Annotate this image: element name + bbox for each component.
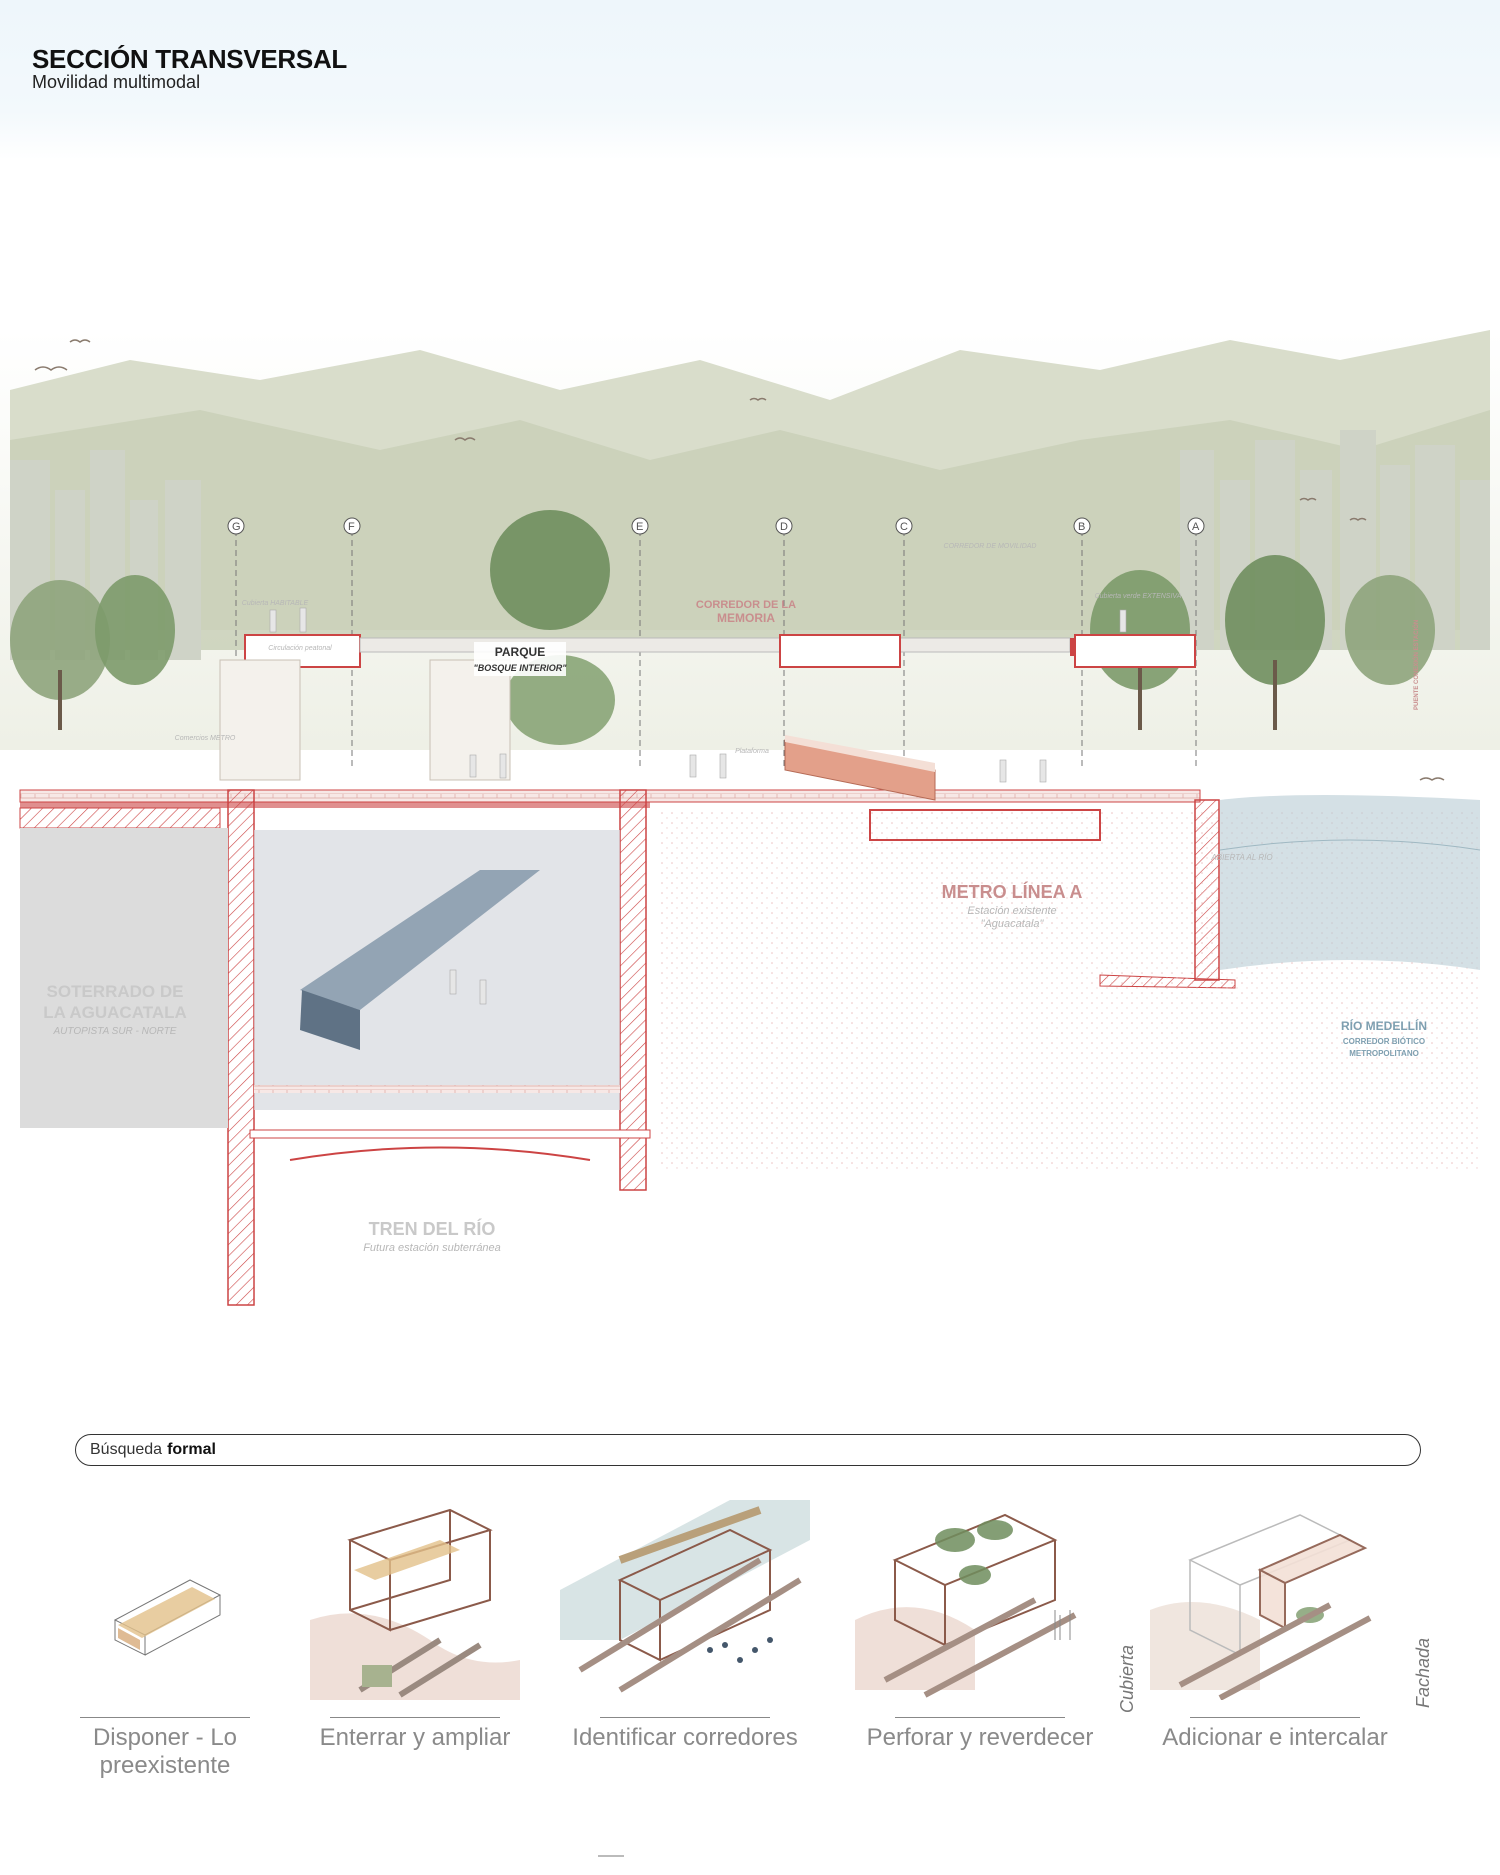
rio-wave <box>1219 839 1481 851</box>
corredor-label-1: CORREDOR DE LA <box>696 599 796 611</box>
soterrado-sublabel: AUTOPISTA SUR - NORTE <box>53 1026 177 1037</box>
people <box>269 607 1127 1005</box>
upper-deck <box>219 634 1196 781</box>
grid-axis-f: F <box>348 521 355 533</box>
step-enterrar: Enterrar y ampliar <box>290 1500 540 1752</box>
vertical-label-cubierta: Cubierta <box>1117 1644 1137 1713</box>
grid-axis-c: C <box>900 521 908 533</box>
grid-axis-a: A <box>1192 521 1200 533</box>
step-rule <box>330 1717 500 1718</box>
parque-label-bg <box>474 642 566 676</box>
busqueda-label-bold: formal <box>167 1441 216 1458</box>
grid-axis-d: D <box>780 521 788 533</box>
circulacion-label: Circulación peatonal <box>268 645 332 652</box>
puente-label: PUENTE CONEXIÓN ESTACIÓN <box>1412 620 1420 710</box>
page-title: SECCIÓN TRANSVERSAL <box>32 44 347 74</box>
cross-section-illustration: G F E D C B A <box>0 330 1500 1310</box>
step-rule <box>1190 1717 1360 1718</box>
tren-del-rio-train <box>300 870 540 1050</box>
soterrado-tunnel <box>20 828 228 1128</box>
soterrado-label-2: LA AGUACATALA <box>43 1003 187 1022</box>
metro-label: METRO LÍNEA A <box>942 881 1083 902</box>
cubierta-habitable-label: Cubierta HABITABLE <box>242 600 309 607</box>
step-caption: Identificar corredores <box>572 1724 798 1751</box>
step-enterrar-diagram <box>310 1508 520 1700</box>
busqueda-label: Búsqueda <box>90 1441 163 1458</box>
plataforma-label: Plataforma <box>735 748 769 755</box>
step-caption: Perforar y reverdecer <box>866 1724 1094 1751</box>
floor-edge <box>20 802 650 808</box>
grid-axis-b: B <box>1078 521 1085 533</box>
step-perforar-diagram <box>855 1513 1077 1698</box>
step-perforar: Perforar y reverdecer <box>855 1500 1105 1752</box>
grid-axis-e: E <box>636 521 643 533</box>
concourse-floor <box>19 789 1201 803</box>
header-band <box>0 0 1500 160</box>
rio-sublabel-2: METROPOLITANO <box>1349 1049 1419 1058</box>
step-adicionar-diagram <box>1150 1514 1372 1701</box>
tren-platform <box>254 1085 620 1093</box>
cubierta-extensiva-label: Cubierta verde EXTENSIVA <box>1095 593 1182 600</box>
birds <box>34 339 1445 781</box>
step-rule <box>600 1717 770 1718</box>
cross-section-svg: G F E D C B A <box>0 330 1500 1306</box>
grid-axes <box>227 517 1205 770</box>
rio-label: RÍO MEDELLÍN <box>1341 1018 1427 1033</box>
parque-label-2: "BOSQUE INTERIOR" <box>473 663 567 673</box>
step-caption: Adicionar e intercalar <box>1162 1724 1388 1751</box>
abierta-label: ABIERTA AL RÍO <box>1210 853 1272 862</box>
step-rule <box>895 1717 1065 1718</box>
rio-water <box>1220 795 1480 970</box>
comercios-label: Comercios METRO <box>175 735 236 742</box>
step-adicionar: Adicionar e intercalar <box>1150 1500 1400 1752</box>
step-disponer: Disponer - Lo preexistente <box>40 1500 290 1780</box>
page-mark <box>598 1855 624 1857</box>
tren-label: TREN DEL RÍO <box>369 1218 496 1239</box>
grid-axis-g: G <box>232 521 241 533</box>
metro-sublabel-2: "Aguacatala" <box>981 918 1045 930</box>
step-caption: Disponer - Lo preexistente <box>92 1724 238 1779</box>
corredor-movilidad-label: CORREDOR DE MOVILIDAD <box>944 543 1037 550</box>
parque-label-1: PARQUE <box>495 645 545 659</box>
page-subtitle: Movilidad multimodal <box>32 72 201 92</box>
rio-sublabel-1: CORREDOR BIÓTICO <box>1343 1037 1425 1046</box>
step-identificar-diagram <box>560 1500 810 1693</box>
tren-sublabel: Futura estación subterránea <box>363 1242 501 1254</box>
step-disponer-diagram <box>113 1579 222 1656</box>
busqueda-formal-bar: Búsqueda formal <box>75 1434 1421 1466</box>
soterrado-label-1: SOTERRADO DE <box>47 982 184 1001</box>
step-identificar: Identificar corredores <box>560 1500 810 1752</box>
metro-sublabel-1: Estación existente <box>967 905 1056 917</box>
vertical-label-fachada: Fachada <box>1413 1637 1433 1708</box>
metro-train <box>784 735 936 801</box>
step-caption: Enterrar y ampliar <box>319 1724 511 1751</box>
corredor-label-2: MEMORIA <box>717 611 775 625</box>
step-rule <box>80 1717 250 1718</box>
tren-station-hall <box>254 830 620 1110</box>
